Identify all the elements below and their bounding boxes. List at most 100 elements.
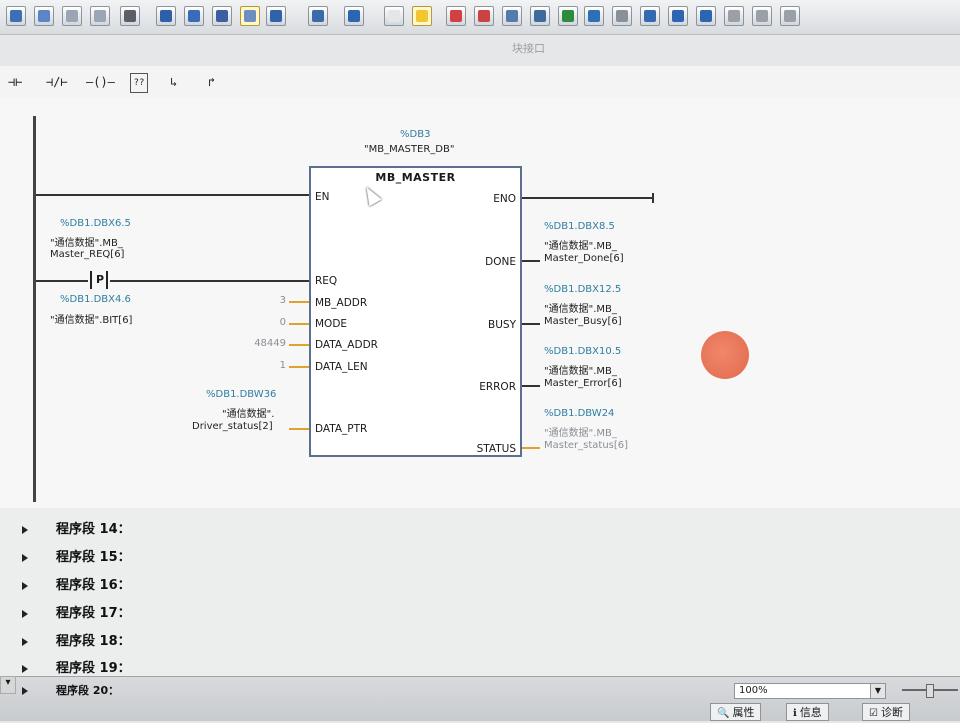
expand-arrow-icon[interactable] [22, 637, 28, 646]
expand-arrow-icon[interactable] [22, 687, 28, 695]
busy-stub [522, 323, 540, 325]
pin-data-ptr: DATA_PTR [315, 423, 368, 435]
ladder-instruction-bar: ⊣⊢ ⊣/⊢ –()– ?? ↳ ↱ [0, 66, 960, 98]
expand-arrow-icon[interactable] [22, 525, 28, 534]
error-tag-name-2: Master_Error[6] [544, 378, 622, 389]
done-tag-address: %DB1.DBX8.5 [544, 221, 615, 232]
table-icon[interactable] [184, 6, 204, 26]
window-title: 块接口 [512, 42, 545, 55]
link-icon[interactable] [752, 6, 772, 26]
zoom-select[interactable]: 100% ▼ [734, 683, 886, 699]
insert-branch-icon[interactable] [90, 6, 110, 26]
insert-network-icon[interactable] [62, 6, 82, 26]
expand-arrow-icon[interactable] [22, 664, 28, 673]
settings-icon[interactable] [780, 6, 800, 26]
positive-edge-contact[interactable]: P [88, 271, 110, 289]
expand-arrow-icon[interactable] [22, 609, 28, 618]
zoom-icon[interactable] [724, 6, 744, 26]
req-wire-left [36, 280, 88, 282]
data-len-value[interactable]: 1 [279, 360, 286, 371]
error-tag-address: %DB1.DBX10.5 [544, 346, 622, 357]
pin-mb-addr: MB_ADDR [315, 297, 368, 309]
req-wire-right [110, 280, 309, 282]
trace-icon[interactable] [612, 6, 632, 26]
network-17[interactable]: 程序段 17： [22, 602, 131, 624]
instance-db-name: "MB_MASTER_DB" [364, 144, 455, 155]
modify-icon[interactable] [530, 6, 550, 26]
zoom-slider[interactable] [902, 684, 958, 698]
compile-icon[interactable] [344, 6, 364, 26]
slider-handle[interactable] [926, 684, 934, 698]
tab-properties[interactable]: 🔍属性 [710, 703, 762, 721]
instance-db-address: %DB3 [400, 129, 431, 140]
list-icon[interactable] [156, 6, 176, 26]
pin-busy: BUSY [488, 319, 516, 331]
pin-req: REQ [315, 275, 338, 287]
network-14[interactable]: 程序段 14： [22, 518, 131, 540]
pin-error: ERROR [479, 381, 516, 393]
open-branch-icon[interactable]: ↳ [170, 75, 178, 89]
pin-mode: MODE [315, 318, 348, 330]
expand-arrow-icon[interactable] [22, 581, 28, 590]
status-tag-address: %DB1.DBW24 [544, 408, 615, 419]
mb-master-block[interactable]: MB_MASTER EN REQ MB_ADDR MODE DATA_ADDR … [309, 166, 522, 457]
pin-data-len: DATA_LEN [315, 361, 368, 373]
req-tag-address: %DB1.DBX6.5 [60, 218, 131, 229]
close-branch-icon[interactable]: ↱ [208, 75, 216, 89]
mode-value[interactable]: 0 [279, 317, 286, 328]
back-icon[interactable] [696, 6, 716, 26]
status-tag-name: "通信数据".MB_ [544, 428, 617, 439]
split-view-icon[interactable] [212, 6, 232, 26]
normally-open-contact-icon[interactable]: ⊣⊢ [8, 75, 23, 89]
chevron-down-icon[interactable]: ▼ [870, 684, 885, 698]
error-stub [522, 385, 540, 387]
data-addr-value[interactable]: 48449 [254, 338, 286, 349]
eno-wire [522, 197, 654, 199]
done-tag-name: "通信数据".MB_ [544, 241, 617, 252]
pin-done: DONE [485, 256, 516, 268]
status-stub [522, 447, 540, 449]
comment-icon[interactable] [240, 6, 260, 26]
network-19[interactable]: 程序段 19： [22, 657, 131, 679]
network-delete-icon[interactable] [34, 6, 54, 26]
magnifier-icon: 🔍 [717, 708, 730, 719]
lightbulb-icon[interactable] [412, 6, 432, 26]
shield-icon[interactable] [558, 6, 578, 26]
network-18[interactable]: 程序段 18： [22, 630, 131, 652]
network-list [0, 508, 960, 698]
coil-icon[interactable]: –()– [86, 75, 115, 89]
status-tag-name-2: Master_status[6] [544, 440, 629, 451]
refresh-icon[interactable] [668, 6, 688, 26]
network-16[interactable]: 程序段 16： [22, 574, 131, 596]
network-15[interactable]: 程序段 15： [22, 546, 131, 568]
upload-icon[interactable] [308, 6, 328, 26]
scroll-left-icon[interactable]: ▾ [0, 676, 16, 694]
editor-toolbar [0, 0, 960, 35]
download-icon[interactable] [266, 6, 286, 26]
busy-tag-name-2: Master_Busy[6] [544, 316, 622, 327]
go-online-icon[interactable] [446, 6, 466, 26]
tab-diagnostics[interactable]: ☑诊断 [862, 703, 910, 721]
mb-addr-value[interactable]: 3 [279, 295, 286, 306]
data-ptr-tag-name-2: Driver_status[2] [192, 421, 273, 432]
go-offline-icon[interactable] [474, 6, 494, 26]
network-icon[interactable] [6, 6, 26, 26]
monitor-icon[interactable] [120, 6, 140, 26]
compare-icon[interactable] [640, 6, 660, 26]
watch-icon[interactable] [584, 6, 604, 26]
pin-data-addr: DATA_ADDR [315, 339, 378, 351]
req-tag-name-2: Master_REQ[6] [50, 249, 125, 260]
expand-arrow-icon[interactable] [22, 553, 28, 562]
done-tag-name-2: Master_Done[6] [544, 253, 624, 264]
align-icon[interactable] [384, 6, 404, 26]
network-20[interactable]: 程序段 20： [22, 682, 119, 704]
edge-tag-name: "通信数据".BIT[6] [50, 315, 133, 326]
normally-closed-contact-icon[interactable]: ⊣/⊢ [46, 75, 68, 89]
empty-box-icon[interactable]: ?? [130, 73, 148, 93]
data-ptr-tag-address: %DB1.DBW36 [206, 389, 277, 400]
power-rail [33, 116, 36, 502]
diagnostics-icon: ☑ [869, 708, 878, 719]
force-icon[interactable] [502, 6, 522, 26]
